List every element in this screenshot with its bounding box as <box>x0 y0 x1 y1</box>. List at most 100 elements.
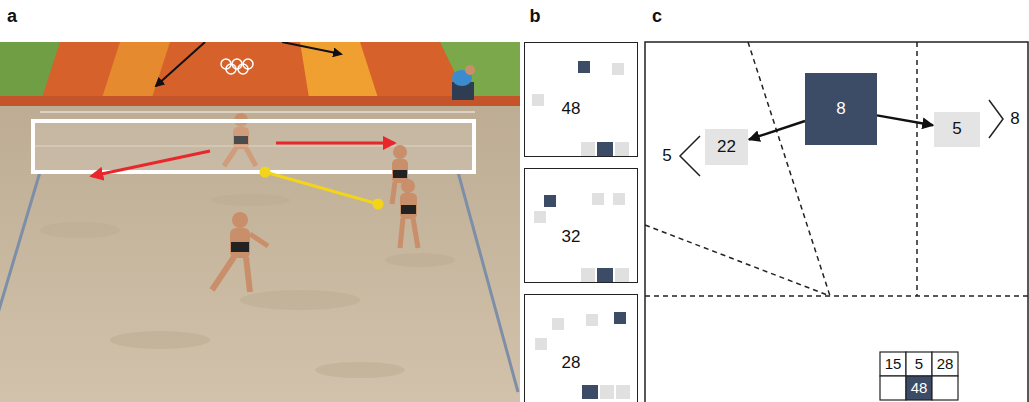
sand-texture <box>210 194 290 206</box>
pass-line <box>260 167 384 210</box>
connector-arrow <box>749 121 805 140</box>
mini-squares <box>581 142 595 156</box>
olympic-rings <box>238 64 248 74</box>
banner-stripe <box>0 42 60 104</box>
mini-squares <box>612 63 624 75</box>
player <box>400 179 418 248</box>
count-table <box>932 352 958 376</box>
player <box>400 193 417 219</box>
player <box>212 257 234 290</box>
referee <box>465 65 475 75</box>
player <box>393 145 407 159</box>
banner-stripe <box>300 42 380 104</box>
table-cell: 28 <box>937 356 954 373</box>
node-number: 28 <box>562 354 581 373</box>
mini-squares <box>532 61 630 399</box>
zone-box: 5 <box>934 112 980 147</box>
sand <box>0 42 520 402</box>
player <box>232 212 248 228</box>
player <box>392 159 408 183</box>
player <box>401 205 416 214</box>
chevron <box>680 136 700 176</box>
player <box>250 234 268 246</box>
count-table <box>880 352 906 376</box>
sand-texture <box>40 194 455 378</box>
pass-line <box>260 167 271 178</box>
count-number: 8 <box>1010 110 1019 129</box>
mini-squares <box>597 268 613 282</box>
zone-lines <box>645 295 1028 297</box>
mini-squares <box>613 193 625 205</box>
panel-letter: c <box>652 7 662 27</box>
mini-squares <box>582 385 598 399</box>
player <box>246 257 250 292</box>
mini-squares <box>544 195 556 207</box>
mini-squares <box>578 61 590 73</box>
movement-arrow <box>276 142 394 145</box>
mini-squares <box>600 385 614 399</box>
direction-arrow <box>156 42 205 86</box>
zone-lines <box>645 42 1028 296</box>
mini-squares <box>616 385 630 399</box>
pass-line <box>373 199 384 210</box>
mini-squares <box>535 338 547 350</box>
referee <box>452 65 475 100</box>
sand-texture <box>385 253 455 267</box>
connector-arrow <box>877 115 933 125</box>
node-number: 48 <box>562 100 581 119</box>
sand-texture <box>315 362 405 378</box>
table-cell: 5 <box>915 356 923 373</box>
sand-texture <box>240 290 360 310</box>
zone-box: 22 <box>705 129 748 165</box>
back-line <box>40 111 475 113</box>
net <box>33 146 474 147</box>
mini-squares <box>532 94 544 106</box>
side-line <box>0 172 40 340</box>
player <box>392 182 395 204</box>
mini-squares <box>581 268 595 282</box>
count-table <box>906 352 932 376</box>
movement-arrow <box>92 151 210 176</box>
count-table <box>880 376 906 400</box>
count-number: 5 <box>662 147 671 166</box>
panel-frame <box>645 42 1028 402</box>
chevron <box>989 100 1003 138</box>
player <box>413 218 418 248</box>
count-table <box>932 376 958 400</box>
table-cell: 15 <box>885 356 902 373</box>
player <box>231 242 249 252</box>
stand-banner <box>0 42 520 104</box>
mini-squares <box>615 142 629 156</box>
player-box: 8 <box>805 73 877 145</box>
count-table <box>880 352 958 400</box>
mini-squares <box>592 193 604 205</box>
player <box>393 170 407 178</box>
sand-texture <box>40 222 120 238</box>
grid-panel: 28 <box>524 294 638 402</box>
zone-lines <box>916 42 918 296</box>
banner-stripe <box>100 42 170 104</box>
node-number: 5 <box>952 120 961 139</box>
node-number: 32 <box>562 228 581 247</box>
player <box>400 218 403 248</box>
count-table <box>906 376 932 400</box>
direction-arrow <box>282 42 341 54</box>
table-cell: 48 <box>911 380 928 397</box>
olympic-rings <box>226 64 236 74</box>
mini-squares <box>552 318 564 330</box>
grid-panel: 48 <box>524 42 638 157</box>
banner-edge <box>0 96 520 106</box>
node-number: 8 <box>836 100 845 119</box>
panel-letter: b <box>530 7 541 27</box>
mini-squares <box>534 211 546 223</box>
olympic-rings <box>221 59 253 74</box>
banner-stripe <box>440 42 520 104</box>
side-line <box>458 172 518 392</box>
player <box>401 179 415 193</box>
pass-line <box>265 172 378 204</box>
panel-letter: a <box>7 7 17 27</box>
